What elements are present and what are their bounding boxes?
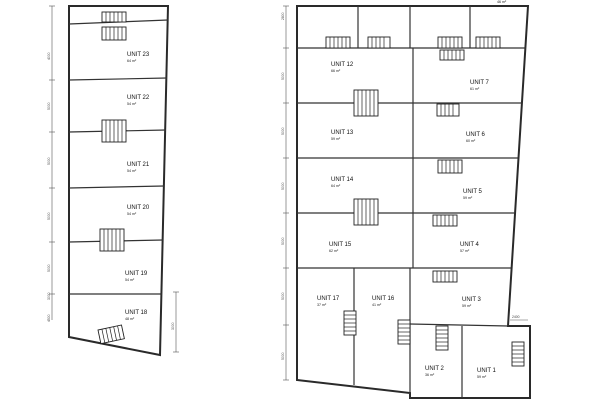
unit-4-area: 57 m² [460,249,470,253]
left-building: 4000 5000 5000 5000 5000 3000 4500 3000 … [47,5,179,357]
stair-icon [437,159,463,174]
unit-19-label: UNIT 19 [125,271,148,277]
right-building-dimensions: 2800 5000 5000 5000 5000 5000 5000 2400 [281,5,528,381]
dimension-label: 5000 [281,237,285,245]
stair-icon [353,89,379,117]
unit-17-area: 37 m² [317,303,327,307]
unit-1-label: UNIT 1 [477,368,497,374]
unit-22-area: 54 m² [127,102,137,106]
unit-2-area: 36 m² [425,373,435,377]
dimension-label: 4500 [47,314,51,322]
unit-15-label: UNIT 15 [329,242,352,248]
unit-6-label: UNIT 6 [466,132,486,138]
right-building-stairs [325,36,525,367]
unit-14-area: 64 m² [331,184,341,188]
unit-13-area: 59 m² [331,137,341,141]
stair-icon [435,325,449,351]
unit-15-area: 62 m² [329,249,339,253]
dimension-label: 2400 [512,315,520,319]
unit-20-area: 54 m² [127,212,137,216]
unit-22-label: UNIT 22 [127,95,150,101]
unit-21-label: UNIT 21 [127,162,150,168]
unit-3-label: UNIT 3 [462,297,482,303]
unit-16-area: 41 m² [372,303,382,307]
left-building-dimensions: 4000 5000 5000 5000 5000 3000 4500 3000 [47,5,179,353]
stair-icon [99,228,125,252]
unit-23-label: UNIT 23 [127,52,150,58]
dimension-label: 5000 [47,157,51,165]
stair-icon [101,119,127,143]
stair-icon [101,11,127,23]
stair-icon [325,36,351,49]
stair-icon [432,214,458,227]
dimension-label: 3000 [171,322,175,330]
unit-12-area: 66 m² [331,69,341,73]
unit-19-area: 54 m² [125,278,135,282]
unit-12-label: UNIT 12 [331,62,354,68]
stair-icon [367,36,391,49]
dimension-label: 5000 [281,292,285,300]
unit-5-label: UNIT 5 [463,189,483,195]
dimension-label: 5000 [281,72,285,80]
unit-13-label: UNIT 13 [331,130,354,136]
stair-icon [436,103,460,117]
left-building-stairs [97,11,127,345]
stair-icon [432,270,458,283]
stair-icon [511,341,525,367]
unit-3-area: 59 m² [462,304,472,308]
unit-7-label: UNIT 7 [470,80,490,86]
right-building-units: 46 m² UNIT 12 66 m² UNIT 7 61 m² UNIT 13… [317,0,507,379]
unit-21-area: 54 m² [127,169,137,173]
partial-unit-area: 46 m² [497,0,507,4]
stair-icon [101,26,127,41]
unit-4-label: UNIT 4 [460,242,480,248]
left-building-units: UNIT 23 64 m² UNIT 22 54 m² UNIT 21 54 m… [125,52,150,321]
dimension-label: 5000 [281,127,285,135]
dimension-label: 5000 [47,212,51,220]
stair-icon [343,310,357,336]
unit-2-label: UNIT 2 [425,366,445,372]
unit-6-area: 60 m² [466,139,476,143]
unit-1-area: 59 m² [477,375,487,379]
unit-18-area: 48 m² [125,317,135,321]
unit-17-label: UNIT 17 [317,296,340,302]
dimension-label: 4000 [47,52,51,60]
stair-icon [439,49,465,61]
dimension-label: 5000 [47,264,51,272]
stair-icon [397,319,411,345]
right-building-outline [296,5,531,399]
left-building-outline [68,5,170,357]
unit-16-label: UNIT 16 [372,296,395,302]
stair-icon [97,324,125,345]
unit-23-area: 64 m² [127,59,137,63]
unit-14-label: UNIT 14 [331,177,354,183]
unit-5-area: 59 m² [463,196,473,200]
left-building-partitions [68,19,169,295]
unit-18-label: UNIT 18 [125,310,148,316]
dimension-label: 5000 [281,352,285,360]
right-building: 2800 5000 5000 5000 5000 5000 5000 2400 … [281,0,531,399]
dimension-label: 5000 [47,102,51,110]
dimension-label: 3000 [47,292,51,300]
stair-icon [475,36,501,49]
unit-7-area: 61 m² [470,87,480,91]
stair-icon [437,36,463,49]
dimension-label: 2800 [281,12,285,20]
stair-icon [353,198,379,226]
dimension-label: 5000 [281,182,285,190]
unit-20-label: UNIT 20 [127,205,150,211]
